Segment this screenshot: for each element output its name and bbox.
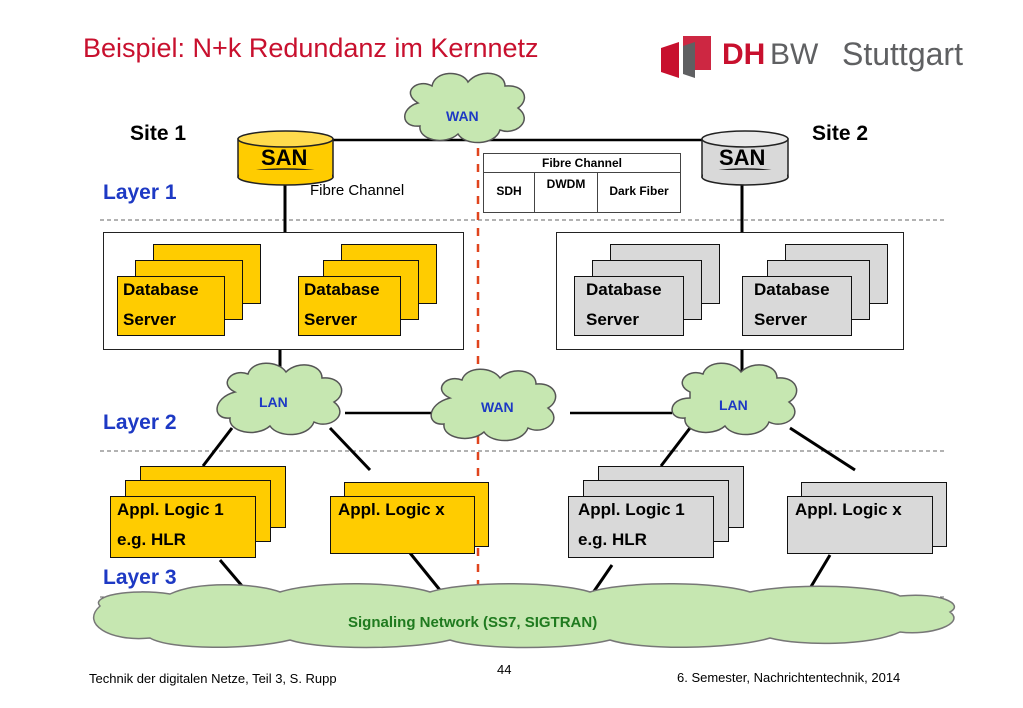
- db-server-right-2: [742, 276, 852, 336]
- signaling-network-cloud-icon: [93, 582, 956, 649]
- app-logic-left-1-line1: Appl. Logic 1: [117, 500, 224, 519]
- lan-right-label: LAN: [719, 397, 748, 413]
- san-right-cylinder-icon: [701, 130, 789, 186]
- fc-cell-dark-fiber: Dark Fiber: [609, 184, 669, 198]
- app-logic-right-1: [568, 496, 714, 558]
- logo-text-city: Stuttgart: [842, 36, 963, 72]
- db-server-right-1: [574, 276, 684, 336]
- lan-right-to-app1-line: [659, 427, 692, 467]
- db-server-right-2-line1: Database: [754, 280, 830, 299]
- lan-left-cloud-icon: [216, 362, 343, 436]
- site-2-label: Site 2: [812, 122, 869, 145]
- app-logic-right-x: [787, 496, 933, 554]
- db-server-left-1: [117, 276, 225, 336]
- logo-text-dh: DH: [722, 38, 766, 71]
- db-server-left-2-line2: Server: [304, 310, 357, 329]
- db-server-right-2-line2: Server: [754, 310, 807, 329]
- layer-3-label: Layer 3: [103, 566, 177, 589]
- db-server-right-1-line1: Database: [586, 280, 662, 299]
- db-server-left-1-line2: Server: [123, 310, 176, 329]
- db-server-right-1-line2: Server: [586, 310, 639, 329]
- app-logic-left-1: [110, 496, 256, 558]
- layer-1-label: Layer 1: [103, 181, 177, 204]
- fc-cell-sdh: SDH: [484, 173, 535, 212]
- site-1-label: Site 1: [130, 122, 187, 145]
- fibre-channel-table-header: Fibre Channel: [484, 154, 680, 173]
- lan-right-to-appx-line: [789, 426, 856, 472]
- dhbw-logo-icon: [661, 36, 711, 78]
- app-logic-left-x: [330, 496, 475, 554]
- page-number: 44: [497, 662, 512, 677]
- wan-top-cloud-icon: [404, 72, 526, 144]
- app-logic-right-x-line1: Appl. Logic x: [795, 500, 902, 519]
- san-left-label: SAN: [261, 145, 308, 170]
- db-server-left-2: [298, 276, 401, 336]
- fc-cell-dwdm: DWDM: [535, 173, 598, 212]
- lan-right-cloud-icon: [671, 362, 798, 436]
- layer-2-label: Layer 2: [103, 411, 177, 434]
- app-logic-right-1-line1: Appl. Logic 1: [578, 500, 685, 519]
- app-logic-right-1-line2: e.g. HLR: [578, 530, 647, 549]
- wan-middle-label: WAN: [481, 399, 514, 415]
- app-logic-left-1-line2: e.g. HLR: [117, 530, 186, 549]
- footer-right: 6. Semester, Nachrichtentechnik, 2014: [677, 670, 901, 685]
- san-right-label: SAN: [719, 145, 766, 170]
- app-logic-left-x-line1: Appl. Logic x: [338, 500, 445, 519]
- fibre-channel-table: Fibre Channel SDH DWDM Dark Fiber: [483, 153, 681, 213]
- logo-text-bw: BW: [770, 38, 819, 71]
- lan-left-label: LAN: [259, 394, 288, 410]
- signaling-network-label: Signaling Network (SS7, SIGTRAN): [348, 614, 598, 631]
- page-title: Beispiel: N+k Redundanz im Kernnetz: [83, 33, 539, 63]
- db-server-left-2-line1: Database: [304, 280, 380, 299]
- lan-left-to-app1-line: [201, 427, 234, 467]
- fibre-channel-label: Fibre Channel: [310, 182, 405, 199]
- san-left-cylinder-icon: [237, 130, 334, 186]
- lan-left-to-appx-line: [328, 426, 372, 472]
- footer-left: Technik der digitalen Netze, Teil 3, S. …: [89, 671, 337, 686]
- db-server-left-1-line1: Database: [123, 280, 199, 299]
- wan-middle-cloud-icon: [430, 368, 557, 442]
- wan-top-label: WAN: [446, 108, 479, 124]
